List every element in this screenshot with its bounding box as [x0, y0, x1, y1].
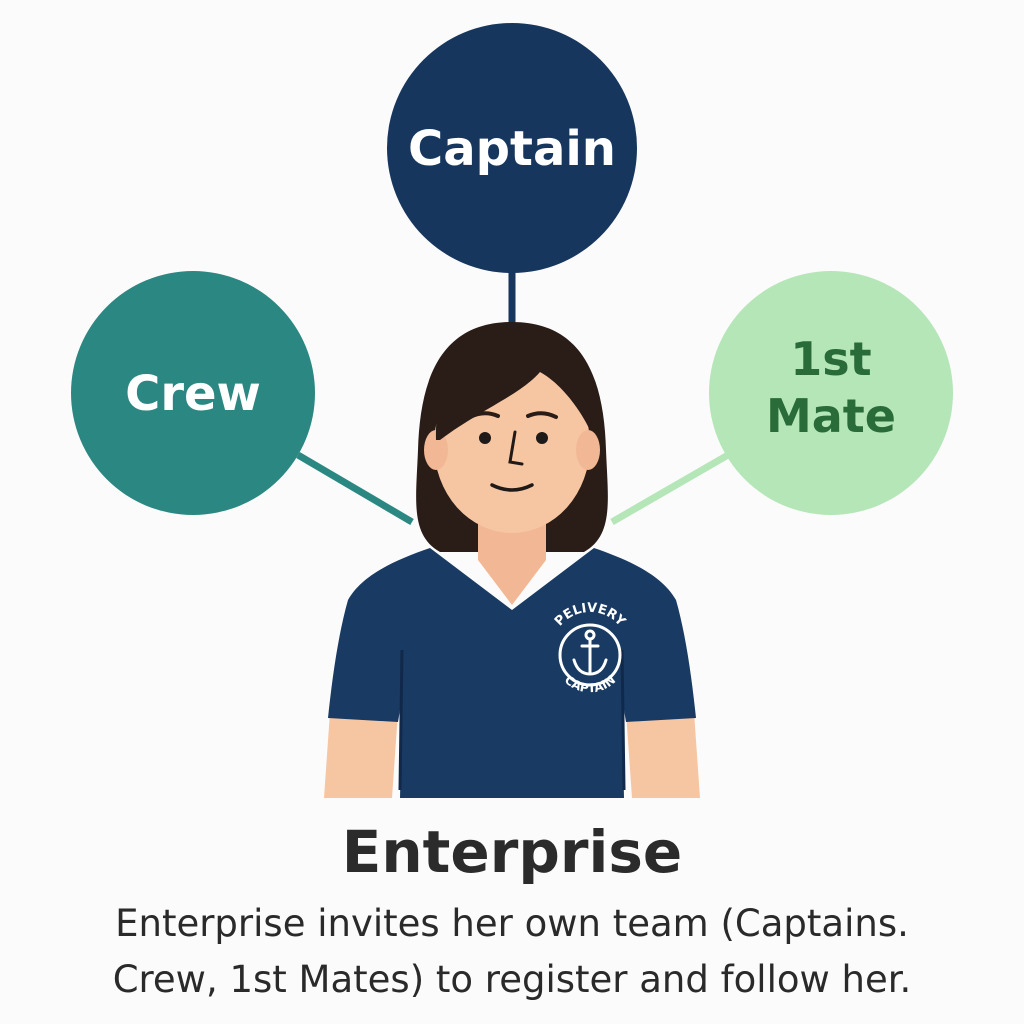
left-sleeve-seam	[398, 649, 404, 791]
mate-node: 1st Mate	[709, 271, 953, 515]
mate-label-line2: Mate	[766, 389, 896, 443]
crew-node: Crew	[71, 271, 315, 515]
captain-circle	[387, 23, 637, 273]
anchor-icon	[572, 629, 608, 676]
logo-ring	[558, 623, 622, 687]
left-arm	[324, 712, 398, 798]
shirt	[328, 548, 696, 798]
right-eyebrow	[526, 411, 558, 419]
right-ear	[576, 430, 600, 470]
captain-label: Captain	[408, 121, 616, 177]
captain-node: Captain	[387, 23, 637, 273]
mouth	[490, 483, 534, 492]
logo-bottom-text: CAPTAIN	[562, 673, 618, 696]
mate-circle	[709, 271, 953, 515]
description-line-1: Enterprise invites her own team (Captain…	[115, 902, 909, 945]
mate-connector	[610, 451, 730, 526]
crew-connector	[296, 451, 414, 526]
nose	[508, 430, 524, 466]
enterprise-title: Enterprise	[341, 818, 683, 886]
person-illustration: PELIVERY CAPTAIN	[324, 322, 700, 798]
right-arm	[626, 712, 700, 798]
crew-circle	[71, 271, 315, 515]
mate-label-line1: 1st	[790, 332, 871, 386]
left-eye	[479, 432, 491, 444]
crew-label: Crew	[125, 366, 261, 422]
right-eye	[536, 432, 548, 444]
right-sleeve-seam	[620, 649, 626, 791]
description-line-2: Crew, 1st Mates) to register and follow …	[112, 958, 912, 1001]
left-ear	[424, 430, 448, 470]
enterprise-description: Enterprise invites her own team (Captain…	[40, 896, 984, 1008]
left-eyebrow	[468, 411, 500, 419]
